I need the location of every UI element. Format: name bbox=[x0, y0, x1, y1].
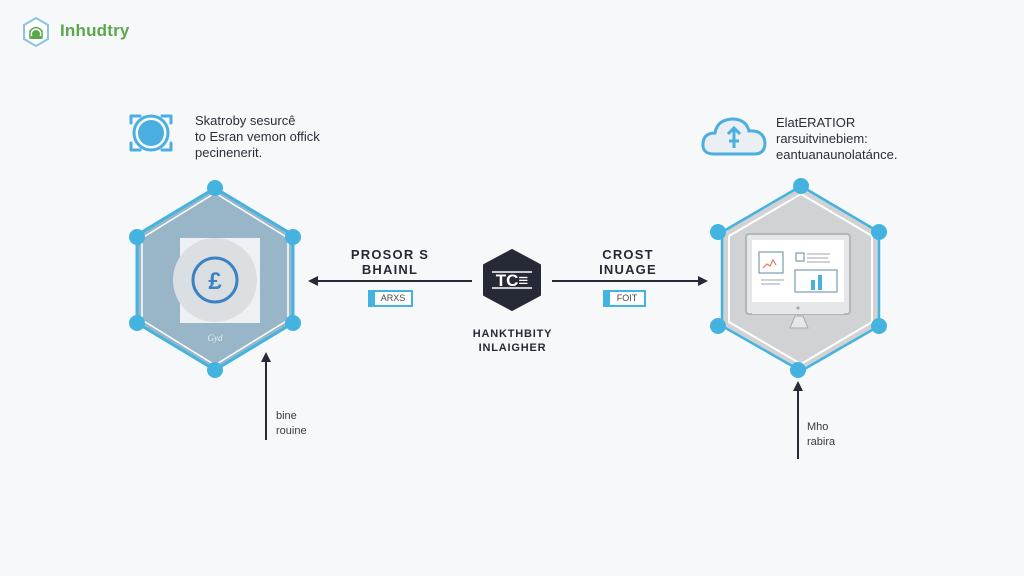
left-connector-label-line: PROSOR S bbox=[350, 247, 430, 262]
tcs-hexagon-icon[interactable]: TC≡ bbox=[480, 248, 544, 312]
right-caption-line: ElatERATIOR bbox=[776, 115, 856, 130]
brand-logo[interactable]: Inhudtry bbox=[20, 16, 140, 48]
brand-name: Inhudtry bbox=[60, 21, 130, 40]
right-caption-line: rarsuitvinebiem: bbox=[776, 131, 868, 146]
right-hexagon-node[interactable] bbox=[708, 176, 892, 380]
right-note-line: rabira bbox=[807, 436, 836, 448]
hex-connector-dots bbox=[129, 180, 301, 378]
left-arrow bbox=[308, 276, 472, 286]
left-caption-line: Skatroby sesurcê bbox=[195, 113, 296, 128]
svg-text:£: £ bbox=[208, 268, 222, 295]
hex-connector-dots bbox=[710, 178, 887, 378]
right-connector-label-line: CROST bbox=[602, 247, 654, 262]
right-note-line: Mho bbox=[807, 421, 829, 433]
left-caption: Skatroby sesurcê to Esran vemon offick p… bbox=[195, 113, 320, 161]
right-connector-label: CROST INUAGE bbox=[578, 247, 678, 277]
signature: Gyd bbox=[208, 333, 223, 343]
center-glyph: TC≡ bbox=[496, 271, 529, 290]
left-connector-label: PROSOR S BHAINL bbox=[340, 247, 440, 277]
right-connector-tag[interactable]: FOIT bbox=[603, 290, 646, 307]
center-node-label-line: INLAIGHER bbox=[478, 342, 547, 354]
right-caption-line: eantuanaunolatánce. bbox=[776, 147, 898, 162]
hexagon-logo-icon bbox=[23, 16, 49, 48]
right-note: Mho rabira bbox=[807, 420, 835, 450]
target-drone-icon bbox=[129, 114, 173, 152]
center-node-label: HANKTHBITY INLAIGHER bbox=[455, 327, 570, 355]
center-node-label-line: HANKTHBITY bbox=[472, 328, 553, 340]
right-up-arrow bbox=[793, 381, 803, 459]
left-caption-line: to Esran vemon offick bbox=[195, 129, 320, 144]
left-connector-tag[interactable]: ARXS bbox=[368, 290, 413, 307]
left-connector-label-line: BHAINL bbox=[361, 262, 419, 277]
pound-currency-icon: £ bbox=[191, 256, 239, 304]
left-note: bine rouine bbox=[276, 409, 307, 439]
cloud-upload-icon bbox=[701, 117, 767, 156]
left-caption-line: pecinenerit. bbox=[195, 145, 263, 160]
right-caption: ElatERATIOR rarsuitvinebiem: eantuanauno… bbox=[776, 115, 897, 163]
left-note-line: bine bbox=[276, 410, 297, 422]
monitor-dashboard-icon bbox=[745, 233, 851, 329]
left-up-arrow bbox=[261, 352, 271, 440]
left-hexagon-node[interactable]: £ Gyd bbox=[125, 180, 305, 380]
right-connector-label-line: INUAGE bbox=[599, 262, 657, 277]
right-arrow bbox=[552, 276, 708, 286]
left-note-line: rouine bbox=[276, 425, 307, 437]
